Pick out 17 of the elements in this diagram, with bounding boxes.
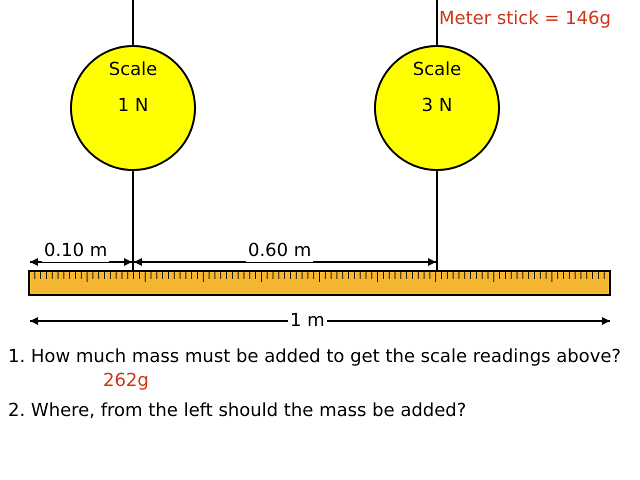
answer-text: 262g: [103, 370, 149, 392]
hanging-string: [436, 0, 438, 45]
scale-circle: [70, 45, 196, 171]
scale-label: Scale: [412, 59, 462, 81]
question-text: 2. Where, from the left should the mass be added?: [8, 400, 466, 422]
scale-circle: [374, 45, 500, 171]
dimension-label: 0.60 m: [246, 240, 314, 262]
force-reading: 3 N: [420, 95, 454, 117]
hanging-string: [132, 171, 134, 270]
scale-label: Scale: [108, 59, 158, 81]
hanging-string: [132, 0, 134, 45]
question-text: 1. How much mass must be added to get the scale readings above?: [8, 346, 622, 368]
force-reading: 1 N: [116, 95, 150, 117]
meter-stick: [28, 270, 611, 296]
mass-note: Meter stick = 146g: [439, 8, 611, 30]
hanging-string: [436, 171, 438, 270]
dimension-label: 0.10 m: [42, 240, 110, 262]
